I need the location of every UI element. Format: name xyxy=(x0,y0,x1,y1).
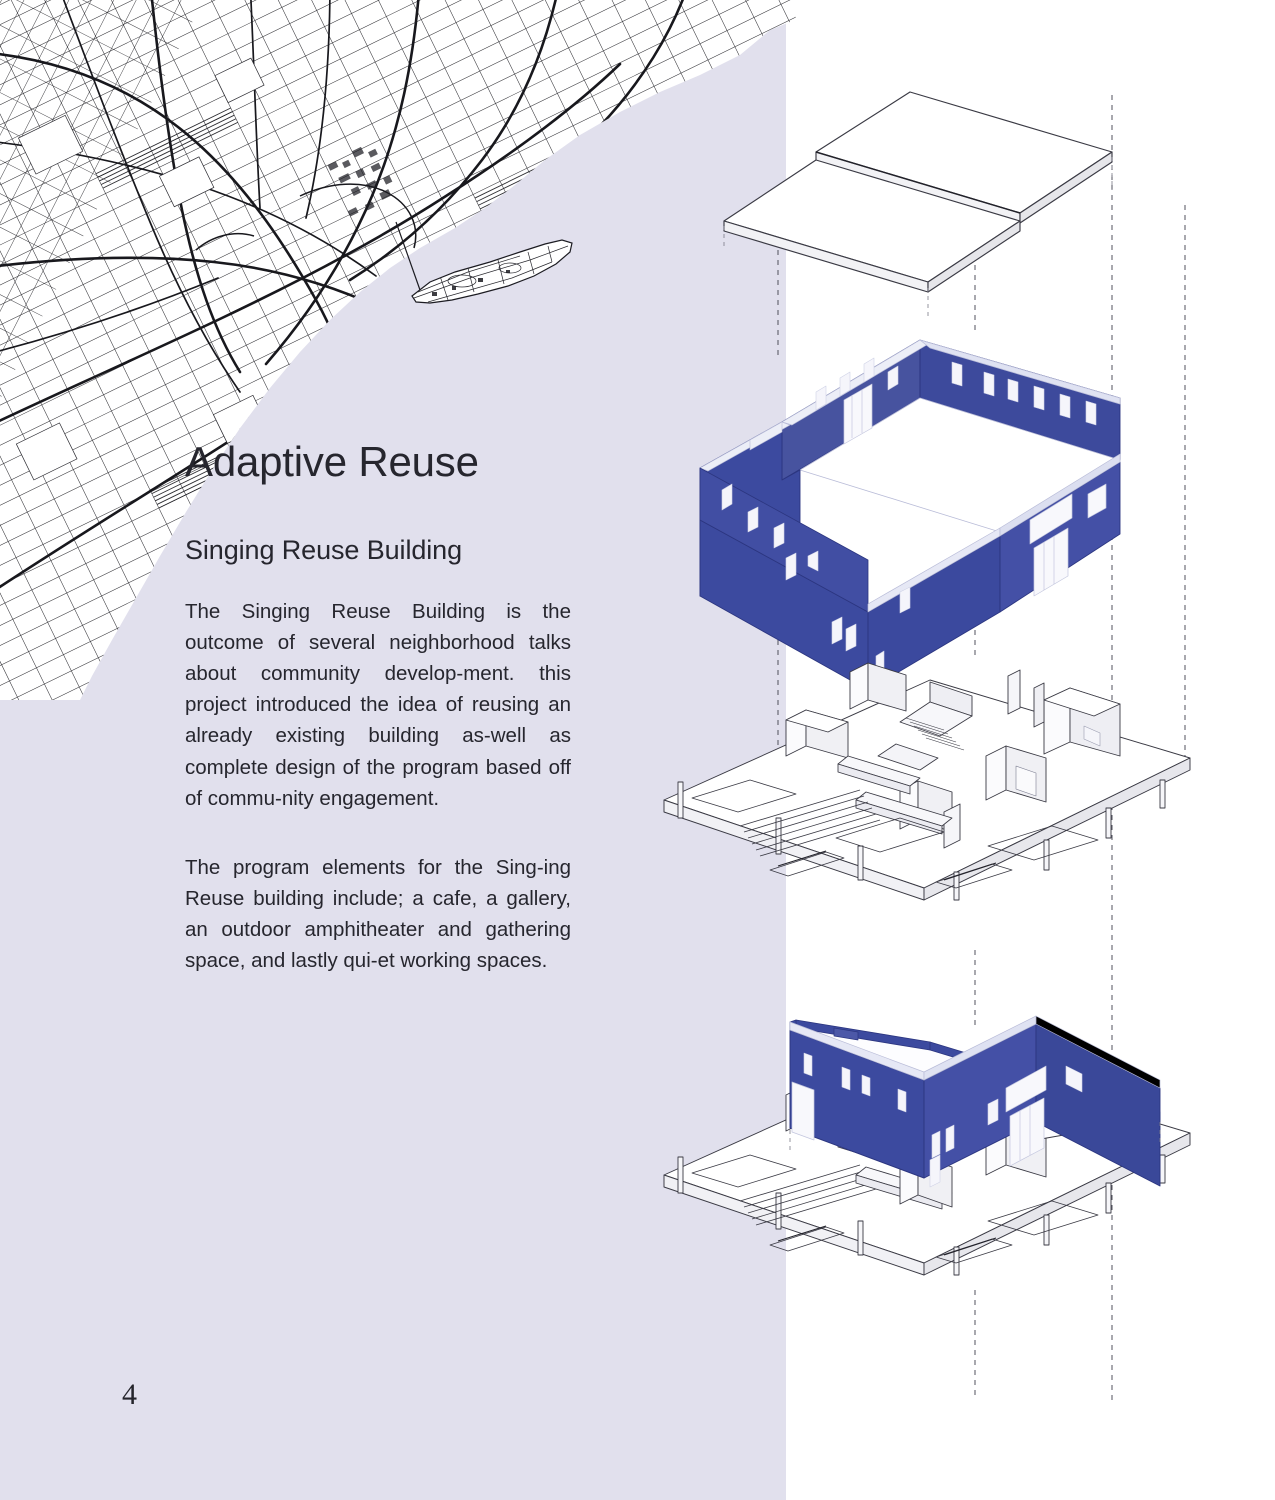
map-island xyxy=(395,221,573,304)
body-paragraph-2: The program elements for the Sing-ing Re… xyxy=(185,855,571,973)
site-context-map xyxy=(0,0,800,700)
axo-layer-interior-plan xyxy=(663,662,1191,901)
body-paragraph-1: The Singing Reuse Building is the outcom… xyxy=(185,599,571,810)
page-number: 4 xyxy=(122,1378,137,1411)
axo-layer-assembled xyxy=(663,1015,1191,1276)
exploded-axonometric-diagram xyxy=(600,0,1275,1500)
project-subtitle: Singing Reuse Building xyxy=(185,535,462,566)
axo-layer-roof xyxy=(723,91,1113,293)
axo-layer-walls xyxy=(699,339,1121,691)
page-title: Adaptive Reuse xyxy=(185,438,479,485)
text-column: Adaptive Reuse Singing Reuse Building Th… xyxy=(185,438,571,977)
